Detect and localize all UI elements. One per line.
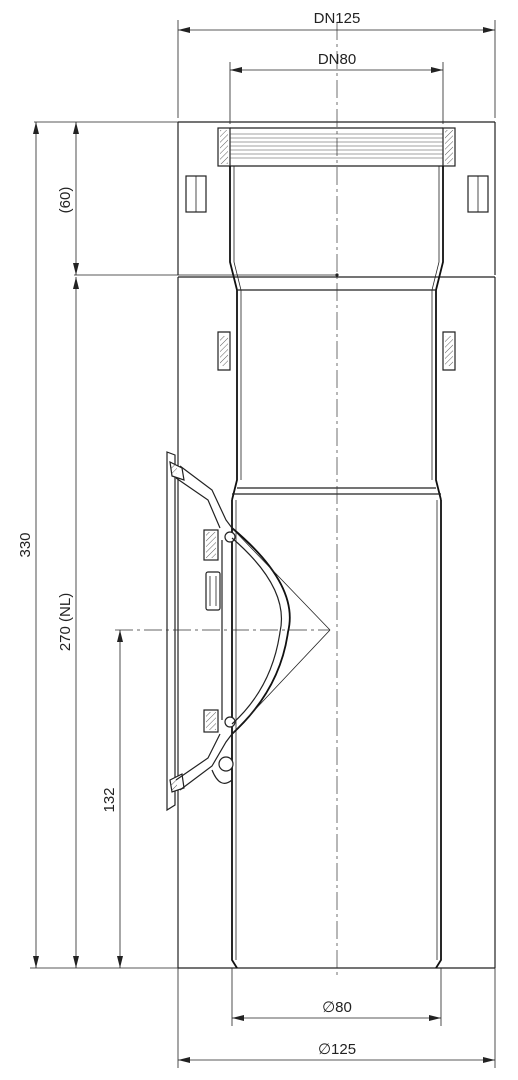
dim-d80-label: ∅80	[322, 999, 352, 1016]
dim-d125-label: ∅125	[318, 1041, 356, 1058]
dim-dn125: DN125	[177, 10, 496, 118]
inspection-cover	[166, 451, 331, 812]
dim-330: 330	[17, 122, 178, 969]
outer-pipe	[177, 121, 496, 969]
dim-330-label: 330	[17, 532, 34, 557]
dim-60: (60)	[34, 121, 337, 276]
dim-d125: ∅125	[177, 968, 496, 1068]
dim-dn80: DN80	[229, 51, 444, 124]
dim-60-label: (60)	[57, 187, 74, 214]
dim-dn125-label: DN125	[314, 10, 361, 27]
dim-d80: ∅80	[231, 968, 442, 1026]
dim-270-label: 270 (NL)	[57, 593, 74, 651]
dim-132-label: 132	[101, 787, 118, 812]
dim-132: 132	[101, 630, 123, 968]
dim-270: 270 (NL)	[57, 277, 79, 968]
inner-pipe	[185, 127, 489, 969]
dim-dn80-label: DN80	[318, 51, 356, 68]
